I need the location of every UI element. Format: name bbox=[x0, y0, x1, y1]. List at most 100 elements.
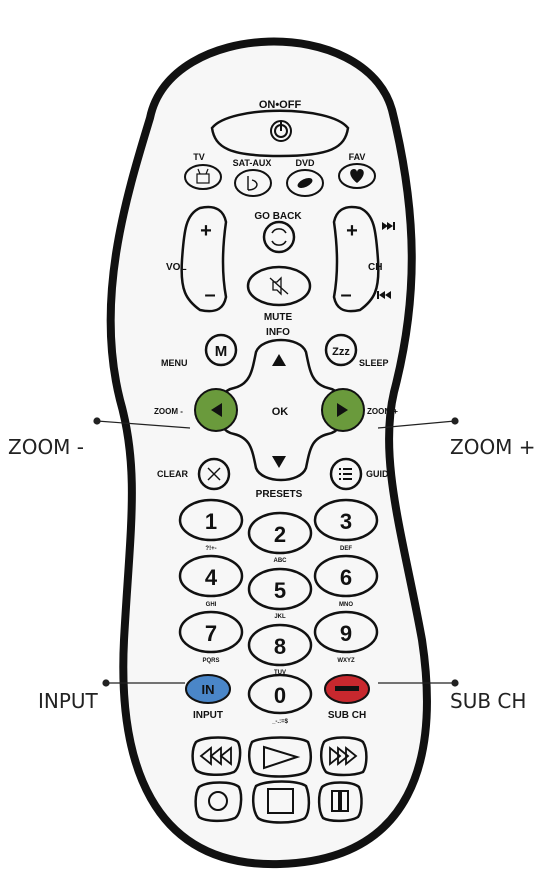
power-label: ON•OFF bbox=[259, 99, 302, 111]
key-1-letters: ?!+- bbox=[205, 546, 216, 552]
key-8[interactable]: 8 bbox=[247, 623, 313, 667]
volume-down-button[interactable]: – bbox=[204, 284, 215, 306]
volume-up-button[interactable]: + bbox=[200, 220, 212, 242]
sat-aux-button[interactable] bbox=[234, 169, 272, 197]
key-4-letters: GHI bbox=[206, 602, 217, 608]
tv-button[interactable] bbox=[184, 164, 222, 190]
callout-input: INPUT bbox=[38, 689, 99, 713]
info-label: INFO bbox=[266, 327, 290, 338]
nav-down-button[interactable] bbox=[272, 456, 286, 468]
menu-button[interactable]: M bbox=[204, 333, 238, 367]
key-6[interactable]: 6 bbox=[313, 554, 379, 598]
go-back-button[interactable] bbox=[262, 220, 296, 254]
skip-forward-icon bbox=[382, 222, 395, 230]
callout-sub-ch: SUB CH bbox=[450, 689, 526, 713]
record-icon bbox=[208, 791, 228, 811]
key-8-letters: TUV bbox=[274, 670, 286, 676]
key-4[interactable]: 4 bbox=[178, 554, 244, 598]
fav-button[interactable] bbox=[338, 163, 376, 189]
arrow-right-icon bbox=[337, 403, 348, 417]
key-0-digit: 0 bbox=[274, 683, 286, 708]
zoom-plus-label: ZOOM + bbox=[367, 407, 398, 416]
guide-button[interactable] bbox=[329, 457, 363, 491]
sleep-button[interactable]: Zzz bbox=[324, 333, 358, 367]
stop-button[interactable] bbox=[252, 780, 311, 824]
ok-button[interactable]: OK bbox=[272, 406, 289, 418]
rewind-icon bbox=[199, 746, 232, 766]
arrow-left-icon bbox=[211, 403, 222, 417]
ch-label: CH bbox=[368, 262, 382, 273]
sat-aux-label: SAT-AUX bbox=[233, 158, 272, 168]
transport-controls bbox=[191, 736, 368, 824]
mute-button[interactable] bbox=[246, 265, 312, 307]
menu-glyph: M bbox=[215, 343, 228, 360]
key-9-letters: WXYZ bbox=[337, 658, 355, 664]
key-0[interactable]: 0 bbox=[247, 673, 313, 715]
fav-label: FAV bbox=[349, 152, 366, 162]
key-3[interactable]: 3 bbox=[313, 498, 379, 542]
heart-icon bbox=[350, 169, 364, 183]
presets-label: PRESETS bbox=[256, 489, 303, 500]
key-2-letters: ABC bbox=[274, 558, 288, 564]
key-0-symbols: _-.:=$ bbox=[271, 719, 289, 725]
clear-button[interactable] bbox=[197, 457, 231, 491]
minus-icon bbox=[335, 686, 359, 691]
channel-up-button[interactable]: + bbox=[346, 220, 358, 242]
volume-rocker[interactable]: + – bbox=[180, 205, 228, 313]
rewind-button[interactable] bbox=[191, 736, 242, 776]
channel-rocker[interactable]: + – bbox=[332, 205, 380, 313]
callout-zoom-minus: ZOOM - bbox=[8, 435, 84, 459]
key-7-digit: 7 bbox=[205, 621, 217, 646]
key-7[interactable]: 7 bbox=[178, 610, 244, 654]
sub-ch-button[interactable] bbox=[324, 674, 370, 704]
pause-icon bbox=[331, 790, 349, 812]
input-button[interactable]: IN bbox=[185, 674, 231, 704]
tv-label: TV bbox=[193, 152, 205, 162]
list-icon bbox=[339, 468, 352, 480]
zoom-minus-button[interactable] bbox=[194, 388, 238, 432]
zoom-minus-label: ZOOM - bbox=[154, 407, 183, 416]
vol-label: VOL bbox=[166, 262, 187, 273]
mute-icon bbox=[269, 276, 289, 296]
sleep-label: SLEEP bbox=[359, 358, 389, 368]
key-3-letters: DEF bbox=[340, 546, 352, 552]
key-3-digit: 3 bbox=[340, 509, 352, 534]
callout-zoom-plus: ZOOM + bbox=[450, 435, 536, 459]
power-button[interactable] bbox=[210, 109, 350, 158]
key-9[interactable]: 9 bbox=[313, 610, 379, 654]
input-label: INPUT bbox=[193, 710, 223, 721]
record-button[interactable] bbox=[194, 781, 243, 823]
guide-label: GUIDE bbox=[366, 469, 395, 479]
key-5-letters: JKL bbox=[274, 614, 286, 620]
refresh-icon bbox=[271, 228, 287, 246]
dvd-label: DVD bbox=[295, 158, 315, 168]
key-2[interactable]: 2 bbox=[247, 511, 313, 555]
stop-icon bbox=[267, 788, 294, 814]
key-1[interactable]: 1 bbox=[178, 498, 244, 542]
power-icon bbox=[270, 120, 292, 142]
key-6-letters: MNO bbox=[339, 602, 353, 608]
nav-up-button[interactable] bbox=[272, 354, 286, 366]
input-glyph: IN bbox=[202, 682, 215, 697]
pause-button[interactable] bbox=[317, 781, 363, 823]
play-icon bbox=[263, 745, 301, 770]
key-5-digit: 5 bbox=[274, 578, 286, 603]
skip-back-icon bbox=[377, 291, 391, 299]
channel-down-button[interactable]: – bbox=[340, 284, 351, 306]
key-5[interactable]: 5 bbox=[247, 567, 313, 611]
zoom-plus-button[interactable] bbox=[321, 388, 365, 432]
key-1-digit: 1 bbox=[205, 509, 217, 534]
sleep-glyph: Zzz bbox=[332, 346, 350, 358]
go-back-label: GO BACK bbox=[254, 211, 302, 222]
key-4-digit: 4 bbox=[205, 565, 218, 590]
key-9-digit: 9 bbox=[340, 621, 352, 646]
mute-label: MUTE bbox=[264, 312, 293, 323]
play-button[interactable] bbox=[248, 736, 312, 778]
key-6-digit: 6 bbox=[340, 565, 352, 590]
close-icon bbox=[207, 467, 221, 481]
keypad: 1 ?!+- 2 ABC 3 DEF 4 GHI 5 JKL 6 MNO 7 P… bbox=[178, 498, 379, 676]
fast-forward-button[interactable] bbox=[320, 736, 368, 777]
dvd-button[interactable] bbox=[286, 169, 324, 197]
key-8-digit: 8 bbox=[274, 634, 286, 659]
